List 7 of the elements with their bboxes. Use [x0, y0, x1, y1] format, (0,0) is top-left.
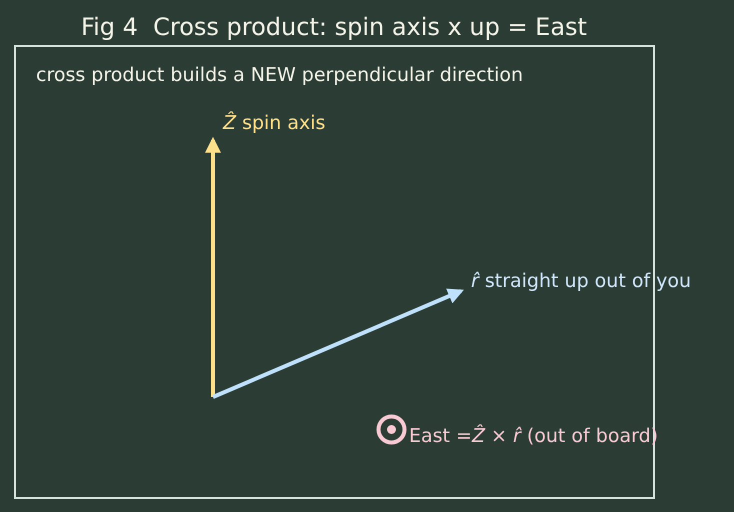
- vector-label: Ẑ spin axis: [223, 112, 326, 134]
- vector-label: r̂ straight up out of you: [471, 270, 692, 292]
- vector-arrow: [212, 288, 464, 399]
- panel-heading: cross product builds a NEW perpendicular direction: [36, 63, 524, 88]
- vector-arrow: [205, 136, 221, 397]
- frame-panel: [14, 45, 655, 499]
- figure-title: Fig 4 Cross product: spin axis x up = East: [80, 12, 588, 43]
